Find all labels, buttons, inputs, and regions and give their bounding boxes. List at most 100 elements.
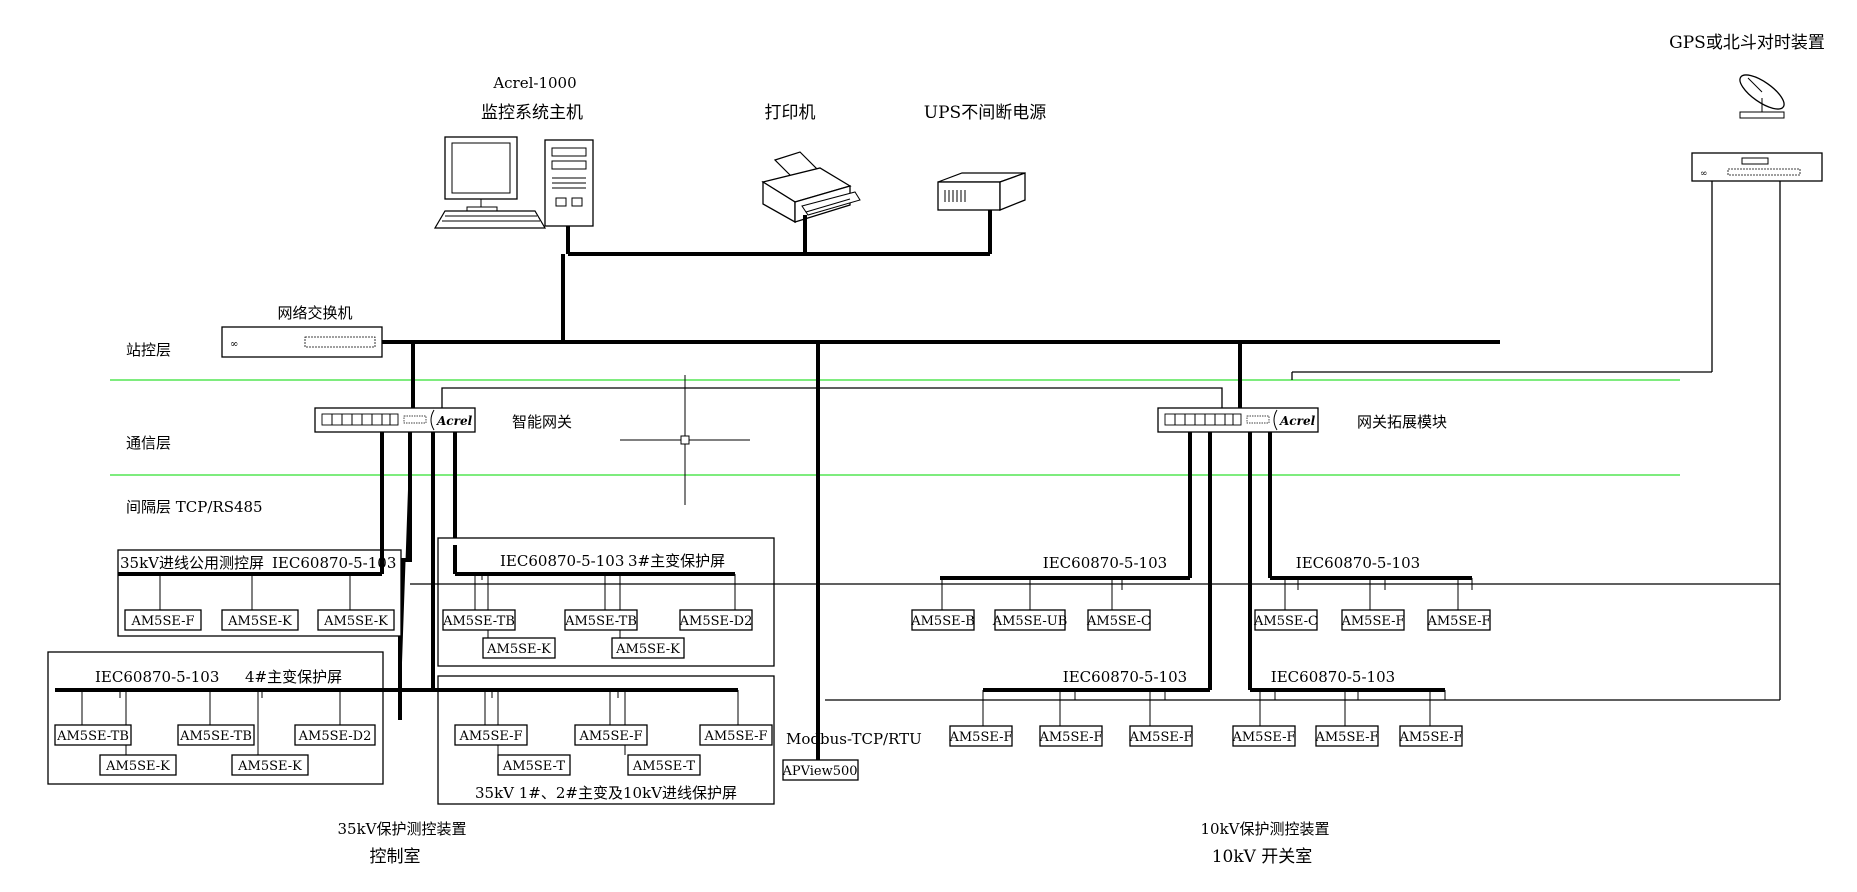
group-10kv-b: IEC60870-5-103 xyxy=(1270,554,1473,610)
group-10kv-a-protocol: IEC60870-5-103 xyxy=(1043,554,1167,572)
panel-35kv-line-name: 35kV 1#、2#主变及10kV进线保护屏 xyxy=(475,784,737,802)
host-connection-lines xyxy=(561,210,992,342)
device-box xyxy=(482,637,556,659)
host-name-label: 监控系统主机 xyxy=(481,103,583,123)
device-label: AM5SE-F xyxy=(948,730,1012,745)
device-box xyxy=(1399,725,1463,747)
device-label: AM5SE-K xyxy=(237,759,302,774)
device-box xyxy=(99,754,177,776)
panel-3-main-protocol: IEC60870-5-103 xyxy=(500,552,624,570)
device-label: AM5SE-F xyxy=(1340,614,1404,629)
device-label: AM5SE-F xyxy=(458,729,522,744)
device-box xyxy=(627,754,701,776)
computer-host-icon xyxy=(433,136,594,229)
device-box xyxy=(177,724,255,746)
panel-4-main-protocol: IEC60870-5-103 xyxy=(95,668,219,686)
panel-35kv-common-name: 35kV进线公用测控屏 xyxy=(120,554,264,572)
group-10kv-d-protocol: IEC60870-5-103 xyxy=(1271,668,1395,686)
printer-icon xyxy=(761,151,861,224)
device-box xyxy=(317,609,395,631)
device-label: AM5SE-TB xyxy=(56,729,129,744)
device-label: AM5SE-F xyxy=(1231,730,1295,745)
device-box xyxy=(564,609,638,631)
gateway-logo: Acrel xyxy=(436,414,473,428)
device-box xyxy=(949,725,1013,747)
device-box xyxy=(1427,609,1491,631)
printer-label: 打印机 xyxy=(765,103,816,123)
sub-10kv-caption: 10kV保护测控装置 xyxy=(1200,820,1329,838)
ups-icon xyxy=(937,172,1026,211)
switch-label: 网络交换机 xyxy=(277,304,352,322)
device-label: AM5SE-F xyxy=(1314,730,1378,745)
device-box xyxy=(994,609,1066,631)
device-label: AM5SE-F xyxy=(703,729,767,744)
device-label: AM5SE-D2 xyxy=(298,729,372,744)
device-box xyxy=(679,609,753,631)
modbus-label: Modbus-TCP/RTU xyxy=(786,730,922,748)
smart-gateway-icon: Acrel xyxy=(314,407,476,433)
panel-35kv-common-protocol: IEC60870-5-103 xyxy=(272,554,396,572)
device-label: AM5SE-F xyxy=(1426,614,1490,629)
sub-35kv-caption: 35kV保护测控装置 xyxy=(337,820,466,838)
device-box xyxy=(1129,725,1193,747)
device-box xyxy=(611,637,685,659)
apview-device: APView500 xyxy=(781,759,859,781)
device-label: AM5SE-TB xyxy=(179,729,252,744)
room-10kv-caption: 10kV 开关室 xyxy=(1212,847,1313,867)
device-box xyxy=(1232,725,1296,747)
device-label: AM5SE-B xyxy=(910,614,975,629)
layer-station-label: 站控层 xyxy=(126,341,171,359)
device-box xyxy=(54,724,132,746)
device-box xyxy=(574,724,648,746)
device-label: AM5SE-F xyxy=(130,614,194,629)
device-label: AM5SE-UB xyxy=(992,614,1068,629)
gps-connection-lines xyxy=(825,181,1781,701)
satellite-dish-icon xyxy=(1739,74,1785,119)
device-label: AM5SE-F xyxy=(1128,730,1192,745)
device-label: AM5SE-F xyxy=(578,729,642,744)
device-label: AM5SE-K xyxy=(323,614,388,629)
device-box xyxy=(1039,725,1103,747)
gps-receiver-icon: ∞ xyxy=(1691,152,1823,182)
apview-label: APView500 xyxy=(781,764,857,779)
gateway-ext-logo: Acrel xyxy=(1279,414,1316,428)
device-label: AM5SE-K xyxy=(105,759,170,774)
device-box xyxy=(294,724,376,746)
device-box xyxy=(699,724,773,746)
device-box xyxy=(911,609,975,631)
network-switch-icon: ∞ xyxy=(221,326,383,358)
device-label: AM5SE-K xyxy=(227,614,292,629)
layer-comm-label: 通信层 xyxy=(126,434,171,452)
device-label: AM5SE-K xyxy=(486,642,551,657)
device-label: AM5SE-C xyxy=(1253,614,1318,629)
device-label: AM5SE-T xyxy=(502,759,566,774)
device-box xyxy=(497,754,571,776)
device-box xyxy=(1254,609,1318,631)
gateway-ext-module-icon: Acrel xyxy=(1157,407,1319,433)
panel-3-main-name: 3#主变保护屏 xyxy=(628,552,725,570)
host-model-label: Acrel-1000 xyxy=(492,74,576,92)
group-10kv-d: IEC60870-5-103 xyxy=(1250,668,1446,726)
panel-4-main-name: 4#主变保护屏 xyxy=(245,668,342,686)
device-box xyxy=(221,609,299,631)
device-box xyxy=(124,609,202,631)
device-box xyxy=(231,754,309,776)
device-box xyxy=(1315,725,1379,747)
device-label: AM5SE-T xyxy=(632,759,696,774)
ups-label: UPS不间断电源 xyxy=(924,103,1046,123)
group-10kv-a: IEC60870-5-103 xyxy=(940,554,1190,610)
receiver-port-symbol: ∞ xyxy=(1700,169,1708,179)
device-box xyxy=(1087,609,1151,631)
device-label: AM5SE-C xyxy=(1086,614,1151,629)
layer-bay-label: 间隔层 TCP/RS485 xyxy=(126,498,263,516)
device-label: AM5SE-K xyxy=(615,642,680,657)
gateway-label: 智能网关 xyxy=(512,413,572,431)
device-box xyxy=(1341,609,1405,631)
gateway-ext-label: 网关拓展模块 xyxy=(1357,413,1447,431)
group-10kv-b-protocol: IEC60870-5-103 xyxy=(1296,554,1420,572)
gateway-link-line xyxy=(441,387,1223,408)
device-label: AM5SE-F xyxy=(1398,730,1462,745)
device-label: AM5SE-F xyxy=(1038,730,1102,745)
